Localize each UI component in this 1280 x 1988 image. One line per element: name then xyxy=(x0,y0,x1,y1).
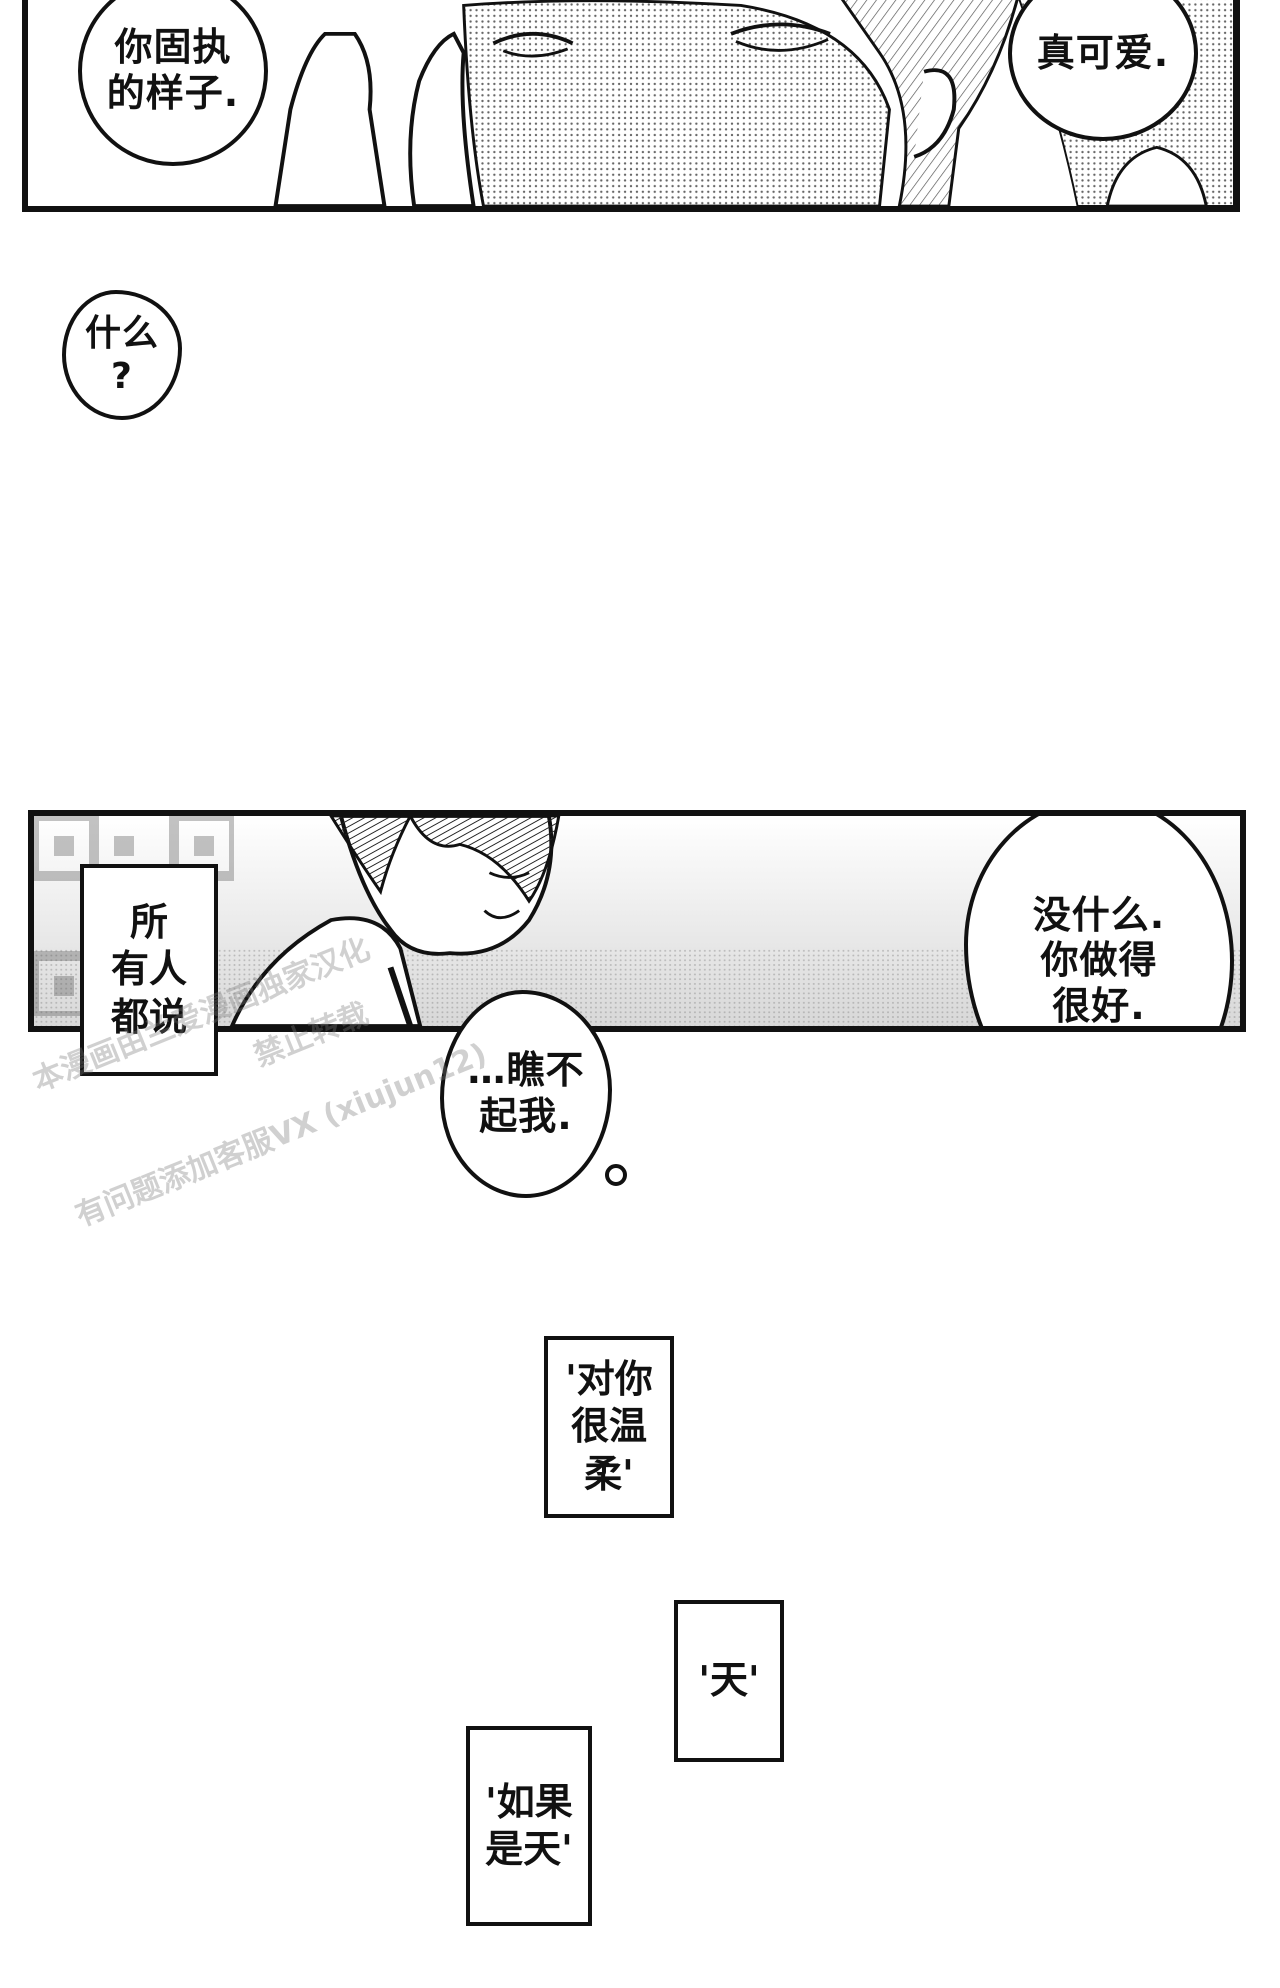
speech-bubble-cute: 真可爱. xyxy=(1008,0,1198,141)
speech-bubble-stubborn: 你固执 的样子. xyxy=(78,0,268,166)
thought-bubble-tail xyxy=(605,1164,627,1186)
speech-bubble-what: 什么 ? xyxy=(62,290,182,420)
top-panel: 你固执 的样子. 真可爱. xyxy=(22,0,1240,212)
caption-everyone-says: 所 有人 都说 xyxy=(80,864,218,1076)
thought-bubble-look-down: …瞧不 起我. xyxy=(440,990,612,1198)
speech-bubble-nothing: 没什么. 你做得 很好. xyxy=(964,816,1234,1026)
caption-if-heaven: '如果 是天' xyxy=(466,1726,592,1926)
caption-gentle-to-you: '对你 很温 柔' xyxy=(544,1336,674,1518)
caption-heaven: '天' xyxy=(674,1600,784,1762)
middle-panel: 没什么. 你做得 很好. xyxy=(28,810,1246,1032)
